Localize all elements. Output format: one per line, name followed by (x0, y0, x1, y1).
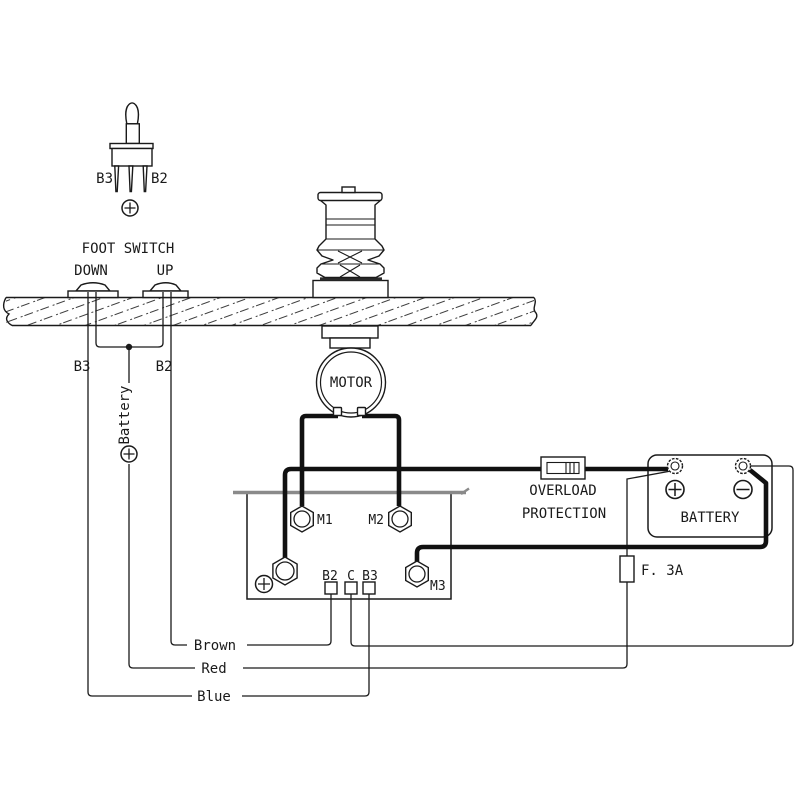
blue-wire-label: Blue (197, 689, 231, 705)
overload-fuse-inner (546, 461, 580, 475)
foot-switch-up-dome (148, 282, 183, 292)
brown-wire-to-b2-terminal (247, 594, 332, 646)
motor (315, 347, 387, 418)
overload-label-line1: OVERLOAD (529, 483, 596, 499)
deck-right-break (530, 297, 538, 326)
overload-fuse-element (565, 462, 575, 474)
plus-screw-icon (121, 199, 139, 217)
foot-switch-down-base (67, 290, 119, 299)
deck (2, 296, 538, 327)
toggle-pin-right-label: B2 (151, 171, 168, 187)
plus-screw-icon (254, 574, 274, 594)
up-switch-wire-brown-left (170, 292, 187, 646)
battery-feed-label: Battery (117, 385, 133, 444)
foot-switch-up-base (142, 290, 189, 299)
labels: B3 B2 FOOT SWITCH DOWN UP B3 B2 Battery … (74, 171, 740, 705)
battery-detail (665, 457, 753, 500)
deck-hatch (6, 298, 534, 325)
battery-box (647, 454, 773, 538)
c-terminal-label: C (347, 569, 355, 584)
terminal-m3-stud (408, 565, 426, 583)
battery-negative-bolt-inner (738, 461, 748, 471)
windlass-top-flange (317, 191, 383, 202)
terminals (254, 505, 429, 595)
flange-end-tick (460, 487, 470, 495)
terminal-m2-stud (391, 510, 409, 528)
battery-feed-wire-lower-red (128, 464, 195, 669)
toggle-pin-center (128, 165, 134, 193)
m3-cable-to-battery-negative (414, 468, 769, 562)
toggle-bushing (125, 123, 141, 145)
windlass-cap (341, 186, 356, 194)
red-wire-label: Red (201, 661, 226, 677)
up-label: UP (157, 263, 174, 279)
motor-lug-left (332, 406, 343, 417)
minus-screw-icon (733, 479, 753, 500)
overload-protection-fuse (540, 456, 586, 480)
m2-label: M2 (368, 513, 384, 528)
toggle-mount-plate (109, 142, 154, 150)
deck-left-break (2, 297, 13, 327)
foot-switch-down (67, 282, 119, 299)
b3-terminal-label: B3 (362, 569, 378, 584)
plus-screw-icon (120, 445, 138, 463)
terminal-c (344, 581, 358, 595)
windlass-lower-flange (321, 325, 379, 339)
toggle-pin-left (114, 165, 120, 193)
overload-label-line2: PROTECTION (522, 506, 606, 522)
toggle-handle (125, 102, 140, 125)
toggle-switch (109, 102, 154, 217)
down-switch-wire-blue-left (87, 292, 192, 697)
m3-label: M3 (430, 579, 446, 594)
foot-switch-title: FOOT SWITCH (82, 241, 175, 257)
motor-cable-m1 (299, 413, 338, 506)
power-cables (282, 406, 769, 562)
up-wire-label: B2 (156, 359, 173, 375)
toggle-body (111, 147, 153, 167)
b2-terminal-label: B2 (322, 569, 338, 584)
motor-inner-circle (319, 351, 383, 414)
toggle-pin-right (142, 165, 148, 193)
control-wiring (87, 292, 794, 697)
m1-label: M1 (317, 513, 333, 528)
terminal-positive-stud (275, 561, 295, 581)
motor-lug-right (356, 406, 367, 417)
plus-screw-icon (665, 479, 685, 500)
windlass-gypsy-cross (337, 250, 363, 278)
windlass-shaft (329, 337, 371, 349)
motor-label: MOTOR (330, 375, 373, 391)
down-label: DOWN (74, 263, 108, 279)
inline-fuse-3a (619, 555, 635, 583)
fuse-3a-label: F. 3A (641, 563, 684, 579)
motor-cable-m2 (362, 413, 402, 506)
terminal-b3 (362, 581, 376, 595)
battery-positive-bolt-inner (670, 461, 680, 471)
foot-switch-down-dome (74, 282, 112, 292)
c-wire-to-battery-negative (350, 465, 794, 647)
terminal-b2 (324, 581, 338, 595)
windlass-base-plate (312, 279, 389, 299)
toggle-pin-left-label: B3 (96, 171, 113, 187)
down-wire-label: B3 (74, 359, 91, 375)
motor-outer-circle (315, 347, 387, 418)
red-wire-run (243, 470, 672, 669)
blue-wire-to-b3-terminal (242, 594, 370, 697)
terminal-m1-stud (293, 510, 311, 528)
positive-cable-to-battery (282, 466, 668, 558)
brown-wire-label: Brown (194, 638, 236, 654)
foot-switch-up (142, 282, 189, 299)
windlass-drum-lines (317, 218, 384, 265)
battery-label: BATTERY (680, 510, 740, 526)
